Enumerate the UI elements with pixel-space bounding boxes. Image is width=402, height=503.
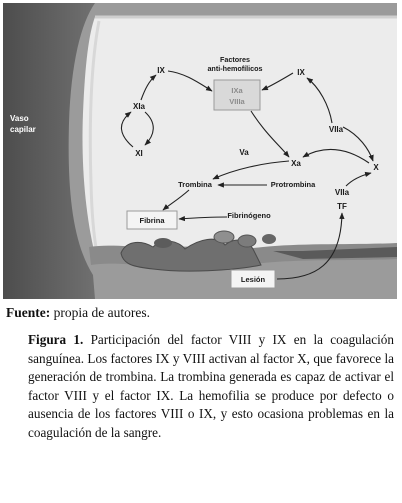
lesion-box (230, 269, 276, 289)
factor-xa: Xa (291, 159, 301, 168)
factor-viia-bottom: VIIa (335, 188, 350, 197)
figure-source: Fuente: propia de autores. (6, 305, 396, 321)
arrow-x-to-xa (302, 148, 370, 164)
vessel-label-line1: Vaso (10, 114, 29, 123)
fibrina-label: Fibrina (139, 216, 165, 225)
pathway-arrows (120, 70, 374, 280)
fibrina-box (126, 210, 178, 230)
factor-ix-left: IX (157, 66, 165, 75)
factor-ix-right: IX (297, 68, 305, 77)
arrow-ix-to-complex (167, 70, 213, 92)
arrow-xa-to-trombina (212, 160, 290, 180)
vessel-label-line2: capilar (10, 125, 36, 134)
arrow-xi-to-xia (120, 111, 134, 148)
factor-xi: XI (135, 149, 143, 158)
trombina-label: Trombina (178, 180, 213, 189)
arrow-viia-to-ix (306, 77, 333, 124)
protrombina-label: Protrombina (271, 180, 316, 189)
factors-title-line1: Factores (220, 55, 250, 64)
arrow-lesion-to-viia-tf (276, 212, 345, 280)
caption-text: Participación del factor VIII y IX en la… (28, 332, 394, 440)
factor-va: Va (239, 148, 249, 157)
lesion-label: Lesión (241, 275, 266, 284)
complex-box (213, 79, 261, 111)
arrow-xia-to-xi (144, 111, 154, 146)
source-text: propia de autores. (50, 305, 150, 320)
factor-xia: XIa (133, 102, 146, 111)
caption-label: Figura 1. (28, 332, 84, 347)
factor-tf: TF (337, 202, 347, 211)
complex-ixa: IXa (231, 86, 243, 95)
arrow-viia-tf-to-x (345, 171, 372, 187)
vessel-wall (3, 3, 95, 299)
arrow-ix-right-to-complex (261, 72, 294, 91)
figure-caption: Figura 1. Participación del factor VIII … (28, 331, 394, 443)
factor-x: X (373, 163, 379, 172)
complex-viiia: VIIIa (229, 97, 245, 106)
arrow-trombina-to-fibrina (162, 189, 190, 211)
source-label: Fuente: (6, 305, 51, 320)
coagulation-diagram: Vaso capilar Factores anti-hemofílicos I… (3, 3, 397, 299)
arrow-complex-to-xa (250, 110, 290, 158)
arrow-xia-to-ix (140, 74, 157, 101)
fibrinogeno-label: Fibrinógeno (227, 211, 271, 220)
factors-title-line2: anti-hemofílicos (207, 64, 262, 73)
arrow-viia-to-x (342, 126, 374, 162)
arrow-fibrinogeno-to-fibrina (178, 215, 228, 222)
factor-viia-top: VIIa (329, 125, 344, 134)
vessel-lumen (82, 17, 397, 255)
